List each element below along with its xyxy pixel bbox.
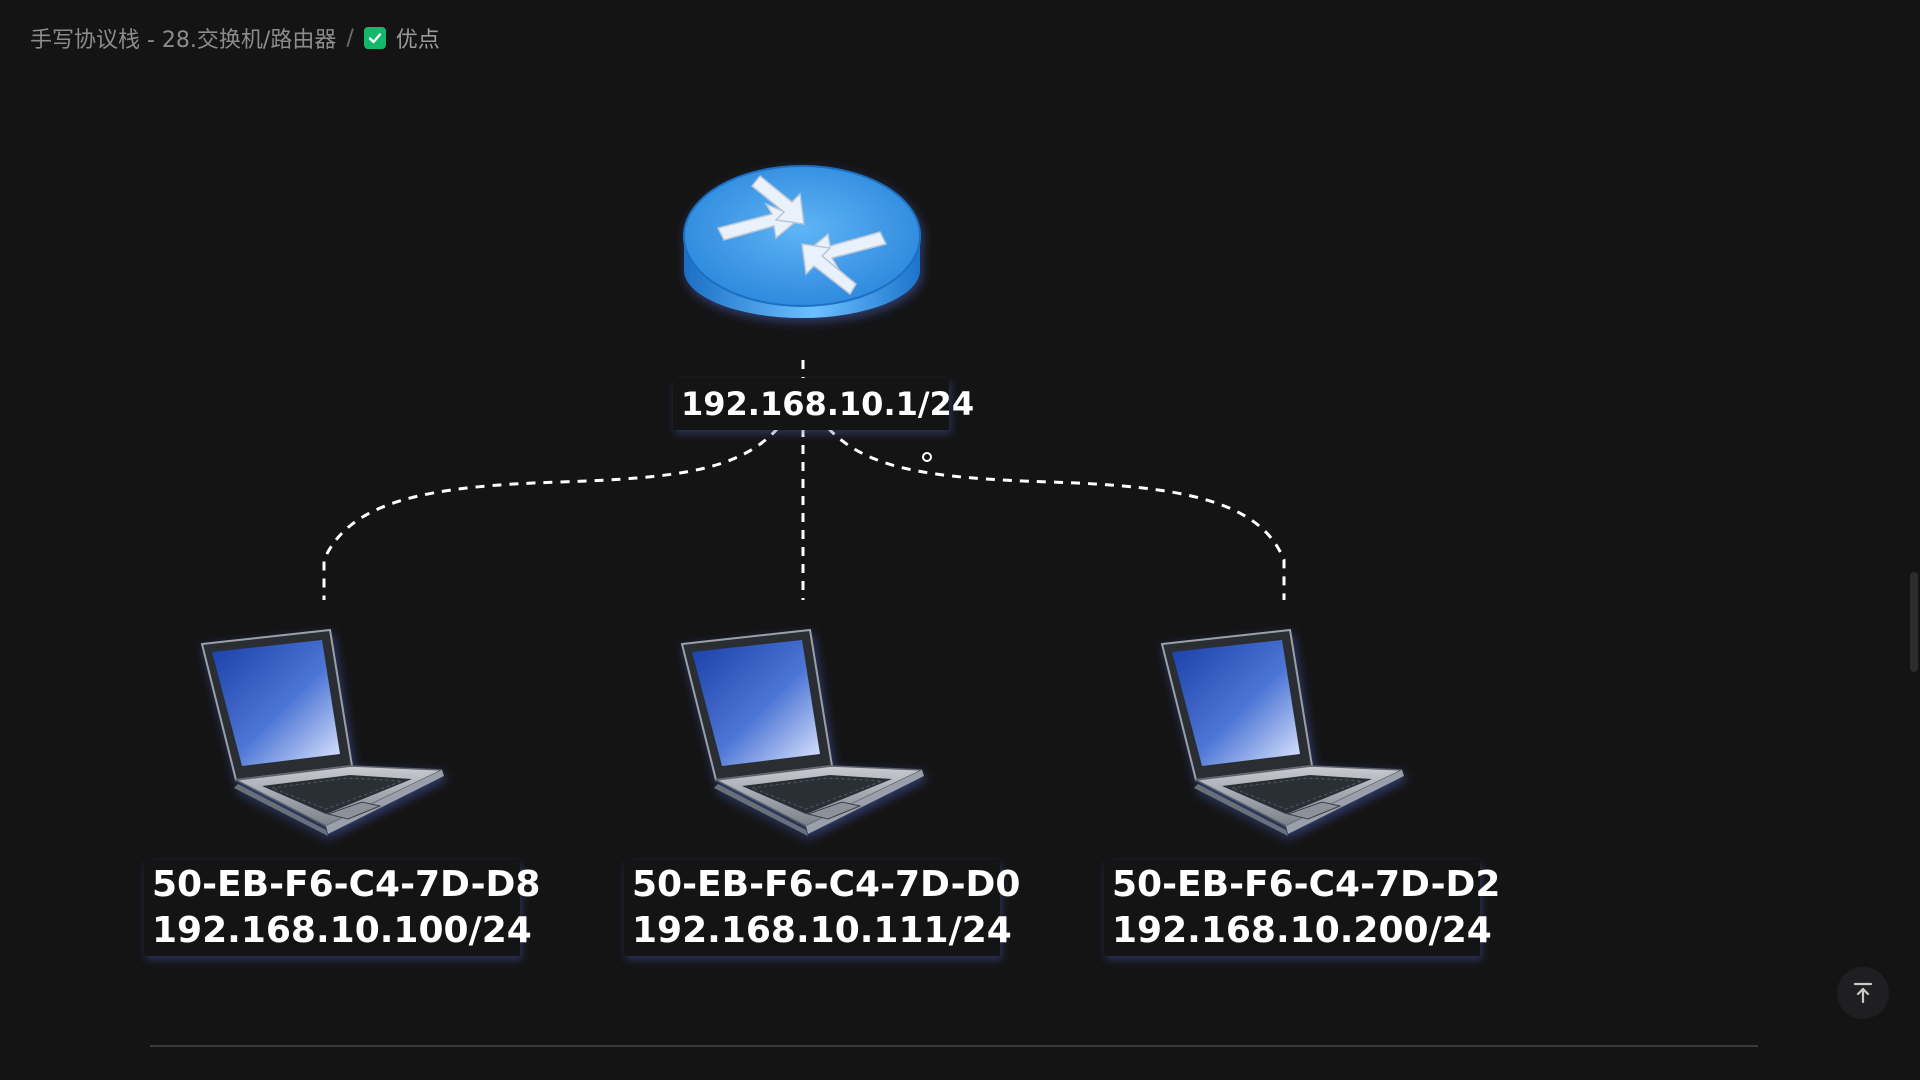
host-mac: 50-EB-F6-C4-7D-D2 — [1112, 864, 1501, 905]
breadcrumb-parent-link[interactable]: 手写协议栈 - 28.交换机/路由器 — [30, 28, 337, 53]
back-to-top-button[interactable] — [1837, 967, 1889, 1019]
arrow-up-to-line-icon — [1853, 982, 1873, 1004]
host-label-2: 50-EB-F6-C4-7D-D0 192.168.10.111/24 — [624, 860, 1021, 956]
host-label-3: 50-EB-F6-C4-7D-D2 192.168.10.200/24 — [1104, 860, 1501, 956]
breadcrumb-separator: / — [346, 25, 354, 51]
laptop-icon-2 — [681, 629, 925, 837]
scrollbar[interactable] — [1910, 70, 1920, 1070]
section-divider — [150, 1045, 1758, 1047]
host-mac: 50-EB-F6-C4-7D-D0 — [632, 864, 1021, 905]
router-icon — [683, 165, 921, 318]
breadcrumb-current: 优点 — [395, 28, 440, 53]
laptop-icon-3 — [1161, 629, 1405, 837]
host-ip: 192.168.10.200/24 — [1112, 910, 1492, 951]
breadcrumb: 手写协议栈 - 28.交换机/路由器 / 优点 — [30, 22, 440, 54]
host-mac: 50-EB-F6-C4-7D-D8 — [152, 864, 541, 905]
link-host-3 — [826, 426, 1286, 600]
link-host-1 — [322, 426, 780, 600]
host-label-1: 50-EB-F6-C4-7D-D8 192.168.10.100/24 — [144, 860, 541, 956]
host-ip: 192.168.10.111/24 — [632, 910, 1012, 951]
scrollbar-thumb[interactable] — [1910, 572, 1918, 672]
router-ip-label: 192.168.10.1/24 — [673, 378, 974, 430]
laptop-icon-1 — [201, 629, 445, 837]
checkbox-checked-icon — [363, 27, 386, 49]
cursor-marker — [922, 452, 932, 462]
host-ip: 192.168.10.100/24 — [152, 910, 532, 951]
